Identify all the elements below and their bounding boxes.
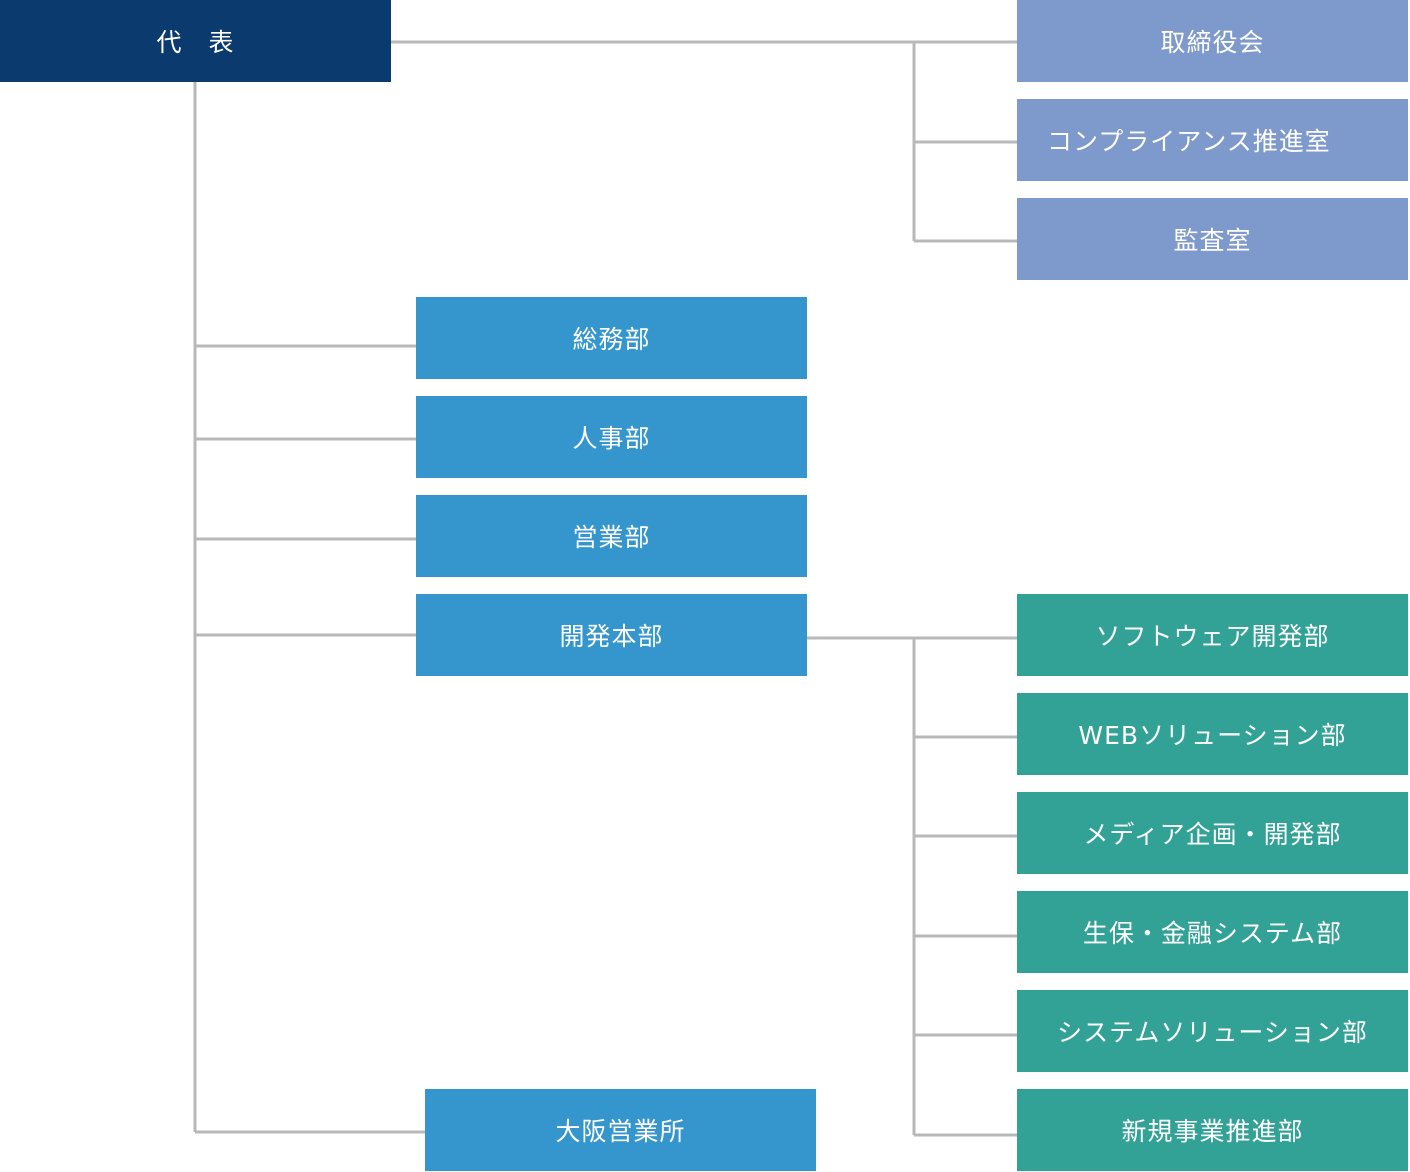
- box-president-label: 代 表: [156, 28, 235, 57]
- box-board-of-directors-label: 取締役会: [1160, 28, 1265, 57]
- box-general-affairs-label: 総務部: [572, 325, 651, 354]
- box-new-business-promotion: 新規事業推進部: [1017, 1089, 1408, 1171]
- box-media-planning-label: メディア企画・開発部: [1083, 820, 1342, 849]
- box-osaka-office-label: 大阪営業所: [555, 1117, 686, 1146]
- box-web-solutions: WEBソリューション部: [1017, 693, 1408, 775]
- box-hr: 人事部: [416, 396, 807, 478]
- box-president: 代 表: [0, 0, 391, 82]
- box-new-business-promotion-label: 新規事業推進部: [1121, 1117, 1304, 1146]
- box-system-solutions: システムソリューション部: [1017, 990, 1408, 1072]
- box-compliance-office: コンプライアンス推進室: [1017, 99, 1408, 181]
- box-general-affairs: 総務部: [416, 297, 807, 379]
- box-hr-label: 人事部: [572, 424, 651, 453]
- box-development-hq-label: 開発本部: [559, 622, 664, 651]
- box-insurance-finance-systems-label: 生保・金融システム部: [1082, 919, 1343, 948]
- box-web-solutions-label: WEBソリューション部: [1078, 721, 1347, 750]
- box-software-development-label: ソフトウェア開発部: [1095, 622, 1330, 651]
- box-audit-office-label: 監査室: [1173, 226, 1252, 255]
- box-development-hq: 開発本部: [416, 594, 807, 676]
- box-sales-label: 営業部: [572, 523, 651, 552]
- box-osaka-office: 大阪営業所: [425, 1089, 816, 1171]
- box-compliance-office-label: コンプライアンス推進室: [1047, 127, 1331, 156]
- box-audit-office: 監査室: [1017, 198, 1408, 280]
- box-system-solutions-label: システムソリューション部: [1057, 1018, 1368, 1047]
- box-insurance-finance-systems: 生保・金融システム部: [1017, 891, 1408, 973]
- box-board-of-directors: 取締役会: [1017, 0, 1408, 82]
- box-software-development: ソフトウェア開発部: [1017, 594, 1408, 676]
- box-sales: 営業部: [416, 495, 807, 577]
- box-media-planning: メディア企画・開発部: [1017, 792, 1408, 874]
